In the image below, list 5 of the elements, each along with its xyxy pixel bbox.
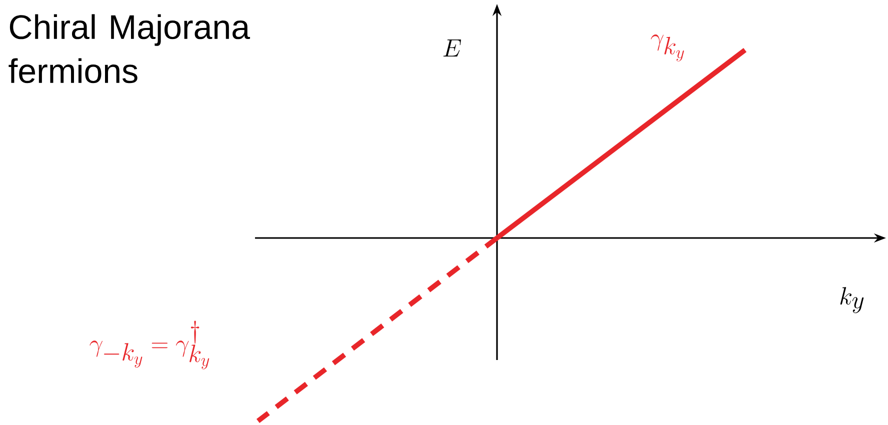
axis-label: $k_y$ (840, 287, 864, 314)
title: Chiral Majorana fermions (8, 14, 250, 84)
axis-label: $\gamma_{k_y}$ (650, 34, 684, 62)
axis-label: $E$ (443, 40, 461, 56)
axis-label: $\gamma_{-k_y} = \gamma_{k_y}^{\dagger}$ (90, 320, 210, 370)
